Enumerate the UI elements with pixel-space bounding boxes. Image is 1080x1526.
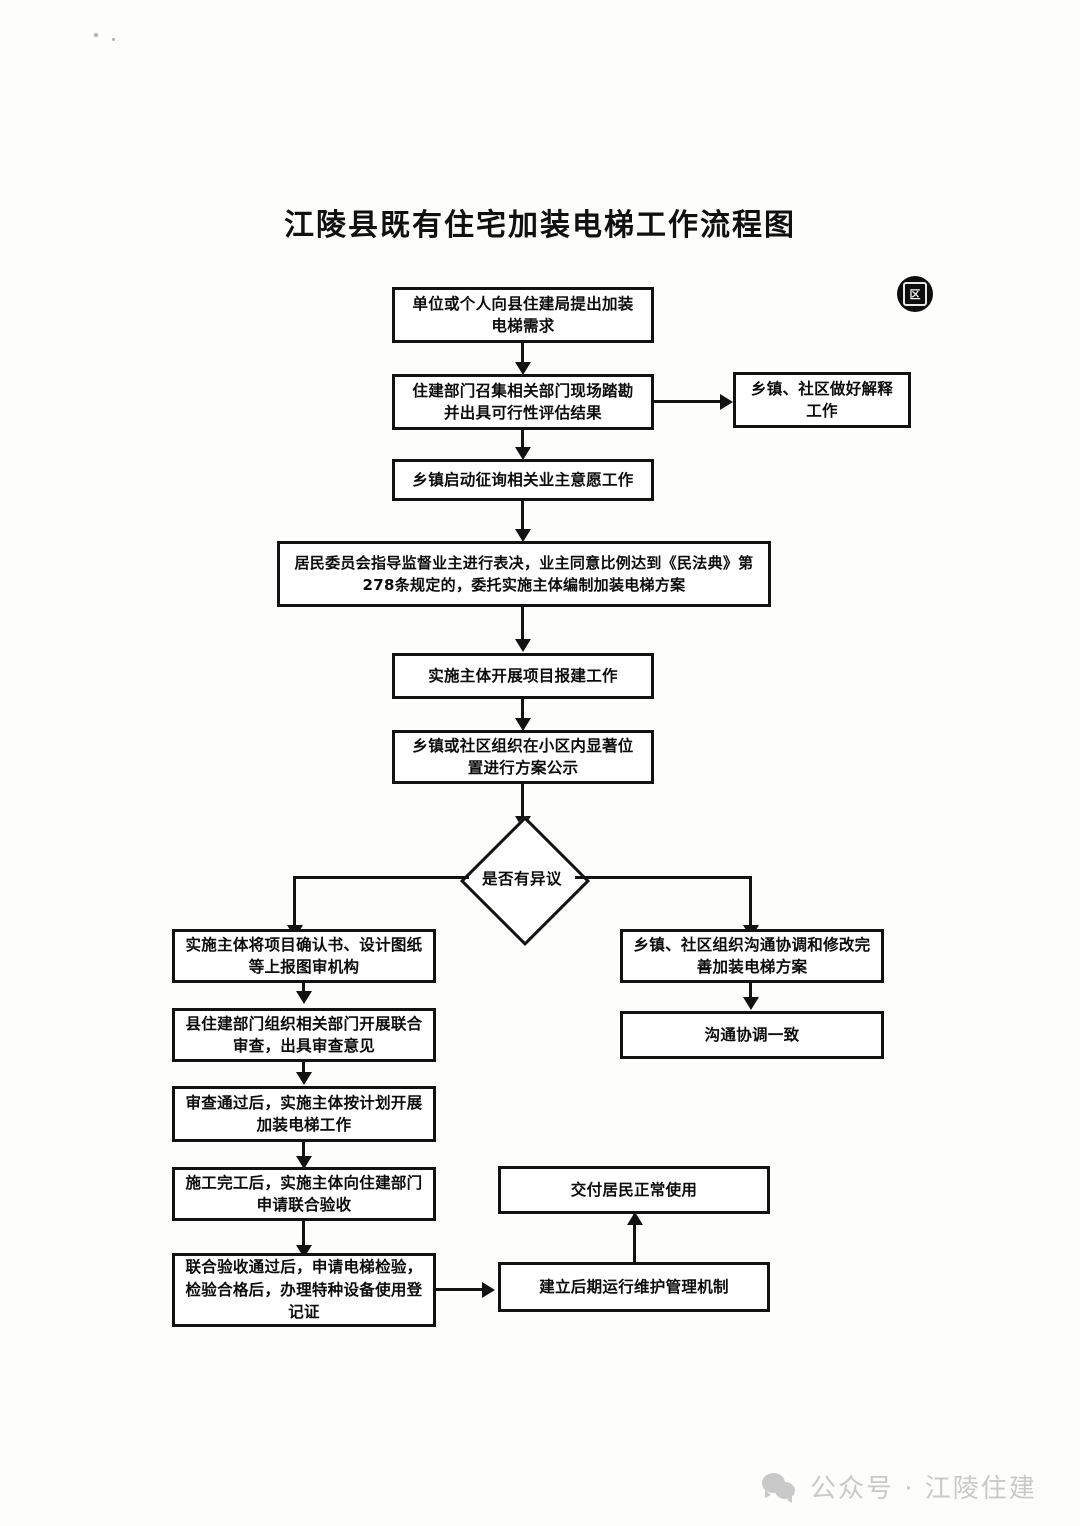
- flow-node-label: 实施主体将项目确认书、设计图纸等上报图审机构: [185, 935, 423, 976]
- connector-l3-l4: [302, 1142, 305, 1161]
- connector-n5-n6: [521, 699, 524, 722]
- flow-node-n1[interactable]: 单位或个人向县住建局提出加装电梯需求: [392, 287, 654, 343]
- flow-node-label: 居民委员会指导监督业主进行表决，业主同意比例达到《民法典》第278条规定的，委托…: [294, 553, 754, 595]
- arrowhead-n5-n6: [515, 718, 531, 731]
- connector-d1-r1-horizontal: [575, 876, 752, 879]
- flow-node-n6[interactable]: 乡镇或社区组织在小区内显著位置进行方案公示: [392, 730, 654, 784]
- flow-node-decision-d1[interactable]: 是否有异议: [459, 815, 591, 947]
- flow-node-label: 乡镇或社区组织在小区内显著位置进行方案公示: [412, 736, 634, 777]
- flow-node-label: 县住建部门组织相关部门开展联合审查，出具审查意见: [185, 1014, 423, 1055]
- connector-l2-l3: [302, 1062, 305, 1077]
- round-stamp-icon: 区: [897, 276, 933, 312]
- flow-node-label: 建立后期运行维护管理机制: [539, 1277, 729, 1296]
- flow-node-label: 乡镇启动征询相关业主意愿工作: [412, 470, 634, 489]
- flow-node-b2[interactable]: 建立后期运行维护管理机制: [498, 1262, 770, 1312]
- scan-artifact: [112, 38, 115, 41]
- flow-node-label: 联合验收通过后，申请电梯检验，检验合格后，办理特种设备使用登记证: [185, 1258, 423, 1322]
- flow-node-label: 沟通协调一致: [704, 1025, 800, 1044]
- connector-n4-n5: [521, 607, 524, 643]
- connector-b2-b1: [633, 1214, 636, 1262]
- flow-node-n4[interactable]: 居民委员会指导监督业主进行表决，业主同意比例达到《民法典》第278条规定的，委托…: [277, 541, 771, 607]
- arrowhead-n2-n3: [515, 447, 531, 460]
- flow-node-n5[interactable]: 实施主体开展项目报建工作: [392, 653, 654, 699]
- connector-d1-l1-horizontal: [293, 876, 469, 879]
- connector-l1-l2: [302, 983, 305, 995]
- flow-node-b1[interactable]: 交付居民正常使用: [498, 1166, 770, 1214]
- arrowhead-l2-l3: [296, 1072, 312, 1085]
- connector-l4-l5: [302, 1221, 305, 1249]
- flow-node-label: 是否有异议: [481, 870, 562, 888]
- flow-node-n2r[interactable]: 乡镇、社区做好解释工作: [733, 372, 911, 428]
- flow-node-label: 审查通过后，实施主体按计划开展加装电梯工作: [185, 1093, 423, 1134]
- flow-node-l1[interactable]: 实施主体将项目确认书、设计图纸等上报图审机构: [172, 929, 436, 983]
- flow-node-r1[interactable]: 乡镇、社区组织沟通协调和修改完善加装电梯方案: [620, 929, 884, 983]
- watermark-text: 公众号 · 江陵住建: [810, 1474, 1037, 1504]
- flow-node-label: 交付居民正常使用: [570, 1180, 698, 1199]
- watermark: 公众号 · 江陵住建: [762, 1468, 1037, 1505]
- connector-l5-b2: [436, 1288, 484, 1291]
- flow-node-label: 实施主体开展项目报建工作: [428, 666, 618, 685]
- connector-n3-n4: [521, 501, 524, 533]
- flow-node-l5[interactable]: 联合验收通过后，申请电梯检验，检验合格后，办理特种设备使用登记证: [172, 1253, 436, 1327]
- stamp-glyph: 区: [909, 287, 921, 301]
- scan-artifact: [94, 33, 98, 37]
- connector-n6-d1: [521, 784, 524, 821]
- arrowhead-l1-l2: [296, 991, 312, 1004]
- flow-node-r2[interactable]: 沟通协调一致: [620, 1011, 884, 1059]
- flow-node-label: 单位或个人向县住建局提出加装电梯需求: [412, 294, 634, 335]
- flow-node-n2[interactable]: 住建部门召集相关部门现场踏勘并出具可行性评估结果: [392, 374, 654, 430]
- arrowhead-l5-b2: [482, 1282, 495, 1298]
- connector-n2-n3: [521, 430, 524, 451]
- arrowhead-r1-r2: [743, 997, 759, 1010]
- connector-r1-r2: [749, 983, 752, 1001]
- arrowhead-b2-b1: [627, 1212, 643, 1225]
- flow-node-n3[interactable]: 乡镇启动征询相关业主意愿工作: [392, 459, 654, 501]
- connector-d1-l1-vertical: [293, 876, 296, 931]
- connector-n1-n2: [521, 343, 524, 366]
- flow-node-label: 乡镇、社区做好解释工作: [750, 379, 894, 420]
- flow-node-l4[interactable]: 施工完工后，实施主体向住建部门申请联合验收: [172, 1167, 436, 1221]
- connector-d1-r1-vertical: [749, 876, 752, 931]
- arrowhead-n4-n5: [515, 639, 531, 652]
- flow-node-label: 住建部门召集相关部门现场踏勘并出具可行性评估结果: [412, 381, 634, 422]
- arrowhead-n3-n4: [515, 529, 531, 542]
- arrowhead-l3-l4: [296, 1156, 312, 1169]
- flow-node-l3[interactable]: 审查通过后，实施主体按计划开展加装电梯工作: [172, 1086, 436, 1142]
- connector-n2-n2r: [654, 400, 722, 403]
- flow-node-l2[interactable]: 县住建部门组织相关部门开展联合审查，出具审查意见: [172, 1008, 436, 1062]
- arrowhead-n1-n2: [515, 362, 531, 375]
- page-title: 江陵县既有住宅加装电梯工作流程图: [284, 208, 796, 243]
- arrowhead-n2-n2r: [720, 394, 733, 410]
- wechat-icon: [762, 1472, 798, 1503]
- flow-node-label: 施工完工后，实施主体向住建部门申请联合验收: [185, 1173, 423, 1214]
- flow-node-label: 乡镇、社区组织沟通协调和修改完善加装电梯方案: [633, 935, 871, 976]
